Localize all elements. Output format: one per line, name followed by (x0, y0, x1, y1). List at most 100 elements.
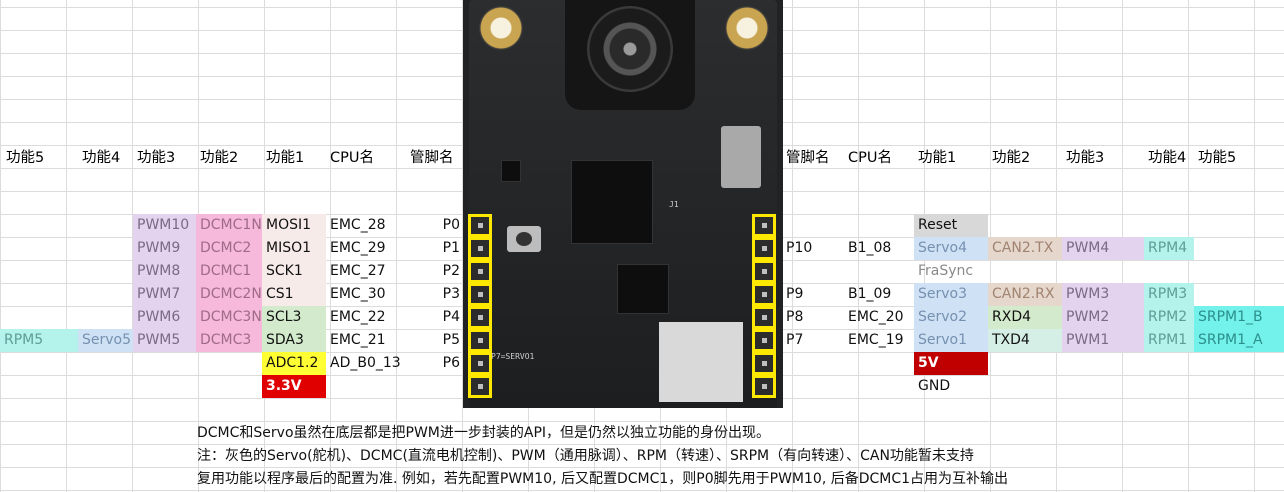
right-cell-f1: Servo4 (914, 237, 988, 260)
left-header-f3: 功能3 (137, 150, 176, 166)
pin-header-box (468, 214, 492, 237)
pin-header-box (468, 283, 492, 306)
left-cell-cpu: EMC_28 (330, 217, 386, 233)
reset-button (507, 226, 541, 252)
right-cell-f2: TXD4 (988, 329, 1062, 352)
pin-header-box (468, 237, 492, 260)
left-cell-f1-power: 3.3V (262, 375, 326, 398)
left-cell-pin: P6 (442, 355, 460, 371)
left-cell-f1: MISO1 (262, 237, 326, 260)
pin-header-box (468, 260, 492, 283)
right-cell-f1-power: 5V (914, 352, 988, 375)
left-cell-f3: PWM8 (133, 260, 196, 283)
board-photo: P7=SERVO1 J1 (463, 0, 783, 408)
left-cell-f3: PWM10 (133, 214, 196, 237)
right-cell-f5: SRPM1_A (1194, 329, 1284, 352)
power-connector (659, 322, 743, 402)
right-cell-f3: PWM3 (1062, 283, 1144, 306)
left-cell-f1: MOSI1 (262, 214, 326, 237)
right-cell-pin: P10 (786, 240, 813, 256)
right-cell-f3: PWM1 (1062, 329, 1144, 352)
pin-header-box (468, 375, 492, 398)
pin-header-box (468, 329, 492, 352)
right-cell-f1: Reset (914, 214, 988, 237)
right-cell-cpu: EMC_19 (848, 332, 904, 348)
pin-header-box (752, 214, 776, 237)
left-header-f1: 功能1 (266, 150, 305, 166)
right-header-f2: 功能2 (992, 150, 1031, 166)
left-cell-cpu: EMC_27 (330, 263, 386, 279)
left-cell-f1: SDA3 (262, 329, 326, 352)
pin-header-box (752, 329, 776, 352)
left-cell-cpu: AD_B0_13 (330, 355, 401, 371)
left-cell-f2: DCMC3N (196, 306, 262, 329)
left-cell-cpu: EMC_22 (330, 309, 386, 325)
right-cell-f3: PWM2 (1062, 306, 1144, 329)
silk-label: P7=SERVO1 (491, 352, 535, 361)
right-cell-f1: Servo2 (914, 306, 988, 329)
note-line: 复用功能以程序最后的配置为准. 例如，若先配置PWM10, 后又配置DCMC1，… (197, 471, 1009, 487)
mount-hole-right (725, 6, 769, 50)
right-cell-f2: CAN2.TX (988, 237, 1062, 260)
right-header-f1: 功能1 (918, 150, 957, 166)
left-header-f2: 功能2 (200, 150, 239, 166)
left-cell-f3: PWM5 (133, 329, 196, 352)
right-cell-f2: RXD4 (988, 306, 1062, 329)
left-cell-cpu: EMC_30 (330, 286, 386, 302)
left-cell-f1: SCK1 (262, 260, 326, 283)
right-header-f3: 功能3 (1066, 150, 1105, 166)
right-cell-f1: FraSync (918, 263, 974, 279)
usb-port-icon (721, 126, 761, 188)
left-header-pin: 管脚名 (410, 150, 454, 166)
pin-header-box (468, 306, 492, 329)
right-cell-cpu: EMC_20 (848, 309, 904, 325)
right-cell-f5: SRPM1_B (1194, 306, 1284, 329)
left-cell-f2: DCMC1 (196, 260, 262, 283)
left-header-cpu: CPU名 (330, 150, 374, 166)
pin-header-box (752, 352, 776, 375)
left-cell-f2: DCMC1N (196, 214, 262, 237)
left-cell-f4: Servo5 (78, 329, 133, 352)
left-cell-f5: RPM5 (0, 329, 78, 352)
right-cell-cpu: B1_08 (848, 240, 892, 256)
right-cell-pin: P8 (786, 309, 804, 325)
small-chip (501, 160, 521, 182)
left-cell-f2: DCMC3 (196, 329, 262, 352)
right-cell-f4: RPM3 (1144, 283, 1194, 306)
left-cell-f2: DCMC2N (196, 283, 262, 306)
pin-header-box (752, 283, 776, 306)
flash-chip (617, 264, 669, 314)
right-cell-f4: RPM4 (1144, 237, 1194, 260)
cpu-chip (571, 160, 653, 244)
pin-header-box (752, 237, 776, 260)
note-line: DCMC和Servo虽然在底层都是把PWM进一步封装的API，但是仍然以独立功能… (197, 425, 771, 441)
left-cell-cpu: EMC_21 (330, 332, 386, 348)
right-cell-pin: P9 (786, 286, 804, 302)
left-cell-f3: PWM7 (133, 283, 196, 306)
left-cell-f1: ADC1.2 (262, 352, 326, 375)
right-header-f4: 功能4 (1148, 150, 1187, 166)
camera-lens-icon (565, 0, 695, 110)
left-header-f5: 功能5 (6, 150, 45, 166)
right-header-pin: 管脚名 (786, 150, 830, 166)
left-cell-f1: CS1 (262, 283, 326, 306)
right-cell-f4: RPM1 (1144, 329, 1194, 352)
right-cell-cpu: B1_09 (848, 286, 892, 302)
right-cell-pin: P7 (786, 332, 804, 348)
left-cell-f2: DCMC2 (196, 237, 262, 260)
right-cell-f1-gnd: GND (918, 378, 951, 394)
right-cell-f4: RPM2 (1144, 306, 1194, 329)
right-cell-f2: CAN2.RX (988, 283, 1062, 306)
left-cell-pin: P2 (442, 263, 460, 279)
left-cell-pin: P4 (442, 309, 460, 325)
mount-hole-left (479, 6, 523, 50)
left-cell-pin: P0 (442, 217, 460, 233)
pin-header-box (468, 352, 492, 375)
pin-header-box (752, 260, 776, 283)
left-cell-pin: P5 (442, 332, 460, 348)
right-header-f5: 功能5 (1198, 150, 1237, 166)
right-cell-f1: Servo3 (914, 283, 988, 306)
note-line: 注：灰色的Servo(舵机)、DCMC(直流电机控制)、PWM（通用脉调）、RP… (197, 448, 974, 464)
pin-header-box (752, 306, 776, 329)
right-cell-f3: PWM4 (1062, 237, 1144, 260)
